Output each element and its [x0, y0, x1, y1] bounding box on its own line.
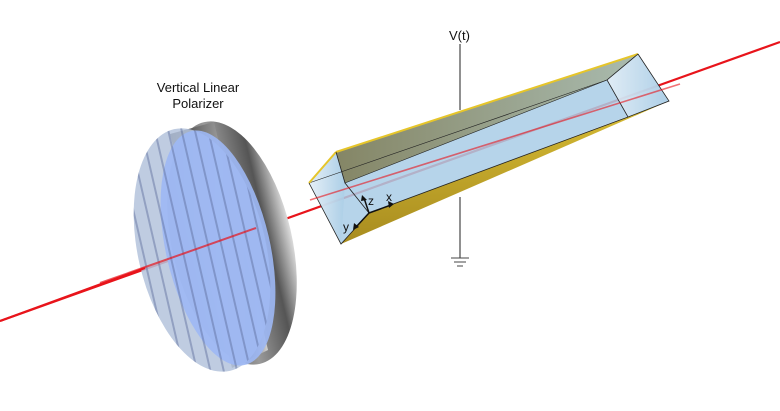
bottom-electrode	[341, 101, 669, 244]
voltage-label: V(t)	[449, 28, 470, 43]
axis-z-label: z	[368, 194, 374, 208]
polarizer-label-line2: Polarizer	[172, 96, 224, 111]
vertical-linear-polarizer	[99, 121, 297, 372]
electro-optic-crystal	[308, 53, 681, 245]
crystal-axes: z x y	[343, 190, 394, 234]
ground-icon	[451, 257, 469, 267]
top-electrode-back	[336, 54, 638, 183]
axis-x-label: x	[386, 190, 392, 204]
axis-y-label: y	[343, 220, 349, 234]
polarizer-grid-lines	[133, 128, 271, 372]
polarizer-label-line1: Vertical Linear	[157, 80, 240, 95]
